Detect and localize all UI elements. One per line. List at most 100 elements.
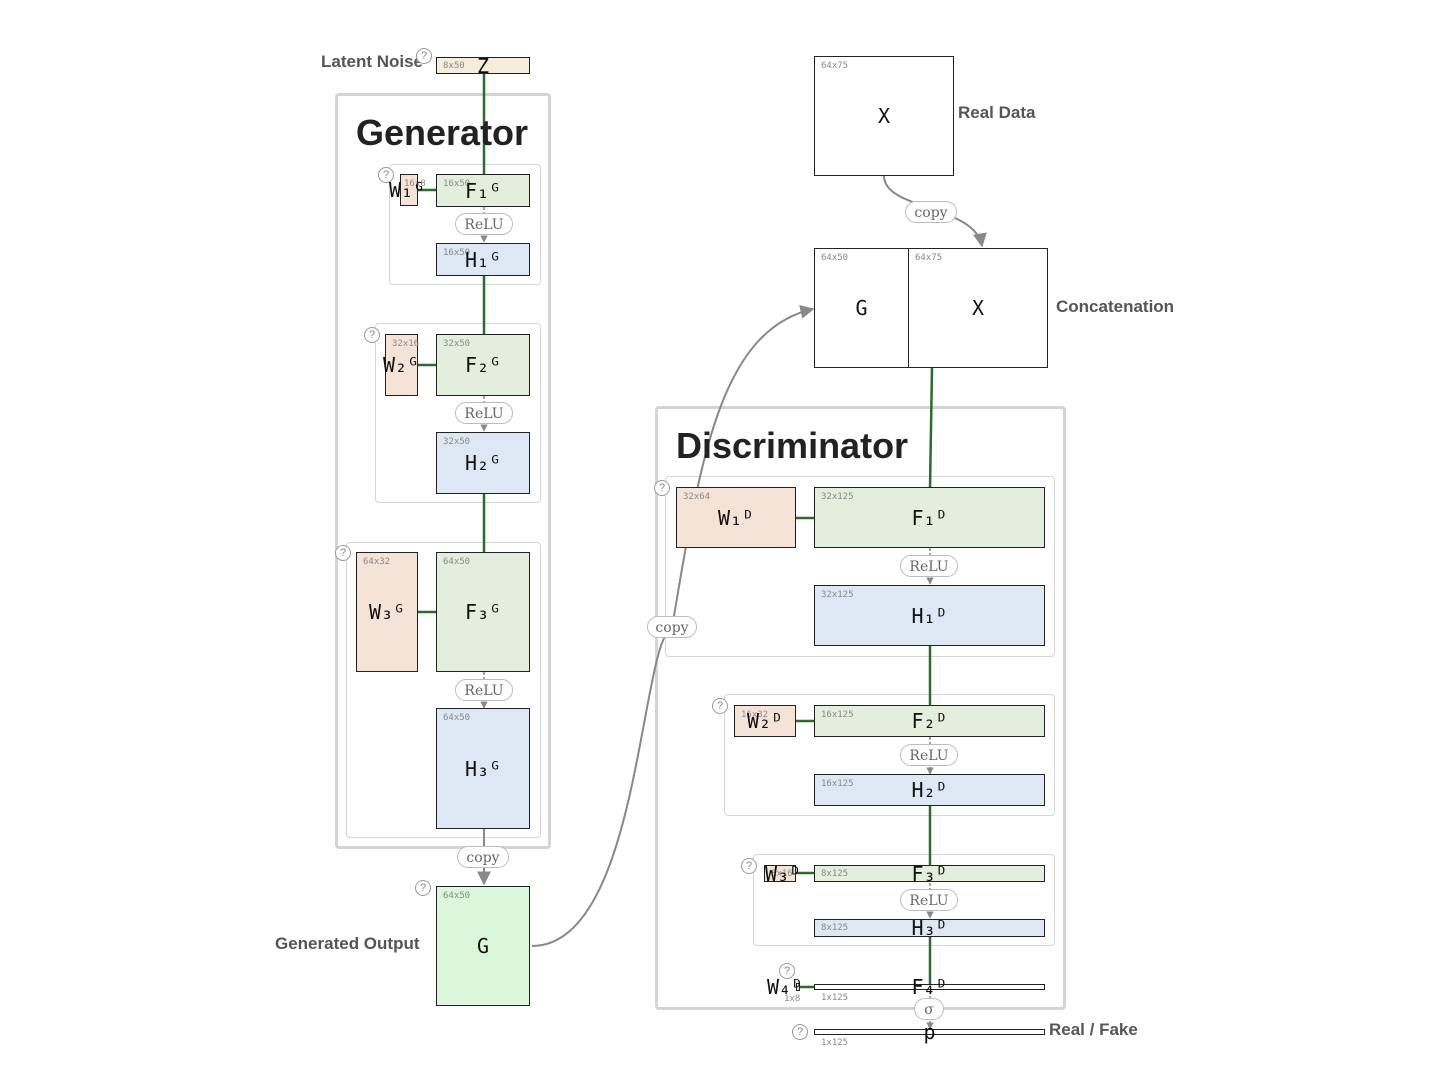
- generator-f2: 32x50 F₂ᴳ: [436, 334, 530, 396]
- relu-g3: ReLU: [455, 679, 513, 701]
- discriminator-f3: 8x125 F₃ᴰ: [814, 861, 1045, 886]
- help-icon-w1d[interactable]: ?: [654, 480, 670, 496]
- generator-w3: 64x32 W₃ᴳ: [356, 552, 418, 672]
- discriminator-title: Discriminator: [676, 425, 909, 466]
- relu-d1: ReLU: [900, 555, 958, 577]
- h3g-dims: 64x50: [443, 713, 471, 723]
- generator-layer1-group: [389, 164, 541, 285]
- w1d-symbol: W₁ᴰ: [717, 505, 755, 530]
- discriminator-f2: 16x125 F₂ᴰ: [814, 705, 1045, 737]
- real-fake-label: Real / Fake: [1049, 1020, 1138, 1039]
- h1d-dims: 32x125: [821, 590, 854, 600]
- generator-w1: 16x8: [400, 174, 426, 206]
- help-icon-w3d[interactable]: ?: [741, 858, 757, 874]
- f2d-symbol: F₂ᴰ: [911, 709, 948, 733]
- relu-d3: ReLU: [900, 889, 958, 911]
- f1g-dims: 16x50: [443, 179, 471, 189]
- help-icon-latent-noise[interactable]: ?: [416, 48, 432, 64]
- g-out-dims: 64x50: [443, 891, 471, 901]
- h1d-symbol: H₁ᴰ: [911, 603, 948, 628]
- latent-noise-z: 8x50 Z: [436, 53, 530, 78]
- help-icon-generated-output[interactable]: ?: [415, 880, 431, 896]
- h2d-dims: 16x125: [821, 779, 854, 789]
- help-icon-w2g[interactable]: ?: [364, 327, 380, 343]
- copy-generated-to-concat: copy: [647, 616, 697, 638]
- concatenation-label: Concatenation: [1056, 297, 1175, 316]
- output-p: 1x125 p: [814, 1022, 1045, 1048]
- generator-h2: 32x50 H₂ᴳ: [436, 432, 530, 494]
- copy-real-data: copy: [905, 201, 957, 223]
- f1g-symbol: F₁ᴳ: [464, 178, 502, 203]
- w4d-symbol: W₄ᴰ: [766, 975, 804, 999]
- discriminator-f4: 1x125 F₄ᴰ: [814, 977, 1045, 1003]
- discriminator-w3: 8x16 W₃ᴰ: [764, 861, 802, 886]
- generator-h1: 16x50 H₁ᴳ: [436, 243, 530, 276]
- generator-title: Generator: [356, 112, 529, 153]
- help-icon-w4d[interactable]: ?: [779, 963, 795, 979]
- w1g-symbol: W₁ᴳ: [388, 178, 426, 202]
- w3d-symbol: W₃ᴰ: [765, 861, 802, 886]
- discriminator-h1: 32x125 H₁ᴰ: [814, 585, 1045, 646]
- f3d-symbol: F₃ᴰ: [911, 861, 948, 886]
- g-out-symbol: G: [476, 934, 490, 958]
- generator-h3: 64x50 H₃ᴳ: [436, 708, 530, 829]
- concat-x-symbol: X: [971, 296, 985, 320]
- p-dims: 1x125: [821, 1038, 849, 1048]
- f2g-dims: 32x50: [443, 339, 471, 349]
- generator-w2: 32x16: [385, 334, 420, 396]
- w4d-dims: 1x8: [784, 994, 801, 1004]
- help-icon-w3g[interactable]: ?: [335, 545, 351, 561]
- x-symbol: X: [877, 104, 891, 128]
- f1d-dims: 32x125: [821, 492, 854, 502]
- z-symbol: Z: [476, 53, 490, 78]
- discriminator-w2: 16x32 W₂ᴰ: [734, 705, 796, 737]
- x-dims: 64x75: [821, 61, 849, 71]
- generator-f3: 64x50 F₃ᴳ: [436, 552, 530, 672]
- w2d-symbol: W₂ᴰ: [746, 709, 784, 733]
- latent-noise-label: Latent Noise: [321, 52, 424, 71]
- h2d-symbol: H₂ᴰ: [911, 778, 948, 802]
- w2g-dims: 32x16: [392, 339, 420, 349]
- h3d-dims: 8x125: [821, 923, 849, 933]
- help-icon-w1g[interactable]: ?: [378, 167, 394, 183]
- concat-x-dims: 64x75: [915, 253, 943, 263]
- help-icon-real-fake[interactable]: ?: [792, 1024, 808, 1040]
- concat-g-dims: 64x50: [821, 253, 849, 263]
- w1d-dims: 32x64: [683, 492, 711, 502]
- h1g-symbol: H₁ᴳ: [464, 247, 502, 272]
- z-dims: 8x50: [443, 61, 465, 71]
- relu-g2: ReLU: [455, 402, 513, 424]
- help-icon-w2d[interactable]: ?: [712, 698, 728, 714]
- f3d-dims: 8x125: [821, 869, 849, 879]
- f3g-dims: 64x50: [443, 557, 471, 567]
- copy-generator-output: copy: [457, 846, 509, 868]
- p-symbol: p: [923, 1020, 936, 1044]
- h1g-dims: 16x50: [443, 248, 471, 258]
- h2g-dims: 32x50: [443, 437, 471, 447]
- w3g-dims: 64x32: [363, 557, 391, 567]
- discriminator-h3: 8x125 H₃ᴰ: [814, 916, 1045, 940]
- h2g-symbol: H₂ᴳ: [464, 451, 502, 475]
- generator-f1: 16x50 F₁ᴳ: [436, 174, 530, 207]
- relu-g1: ReLU: [455, 213, 513, 235]
- discriminator-w1: 32x64 W₁ᴰ: [676, 487, 796, 548]
- w2g-symbol: W₂ᴳ: [382, 353, 420, 377]
- discriminator-w4: 1x8: [784, 983, 800, 1004]
- f4d-symbol: F₄ᴰ: [911, 975, 948, 999]
- sigmoid-op: σ: [914, 998, 944, 1020]
- f2g-symbol: F₂ᴳ: [464, 353, 502, 377]
- concat-x: 64x75 X: [908, 248, 1048, 368]
- real-data-x: 64x75 X: [814, 56, 954, 176]
- f1d-symbol: F₁ᴰ: [911, 505, 948, 530]
- generated-output-g: 64x50 G: [436, 886, 530, 1006]
- real-data-label: Real Data: [958, 103, 1036, 122]
- h3g-symbol: H₃ᴳ: [464, 756, 502, 781]
- f2d-dims: 16x125: [821, 710, 854, 720]
- f4d-dims: 1x125: [821, 993, 849, 1003]
- generated-output-label: Generated Output: [275, 934, 420, 953]
- concat-g-symbol: G: [855, 296, 868, 320]
- h3d-symbol: H₃ᴰ: [911, 916, 948, 940]
- concat-g: 64x50 G: [814, 248, 909, 368]
- w3g-symbol: W₃ᴳ: [368, 600, 406, 624]
- w1g-dims: 16x8: [404, 179, 426, 189]
